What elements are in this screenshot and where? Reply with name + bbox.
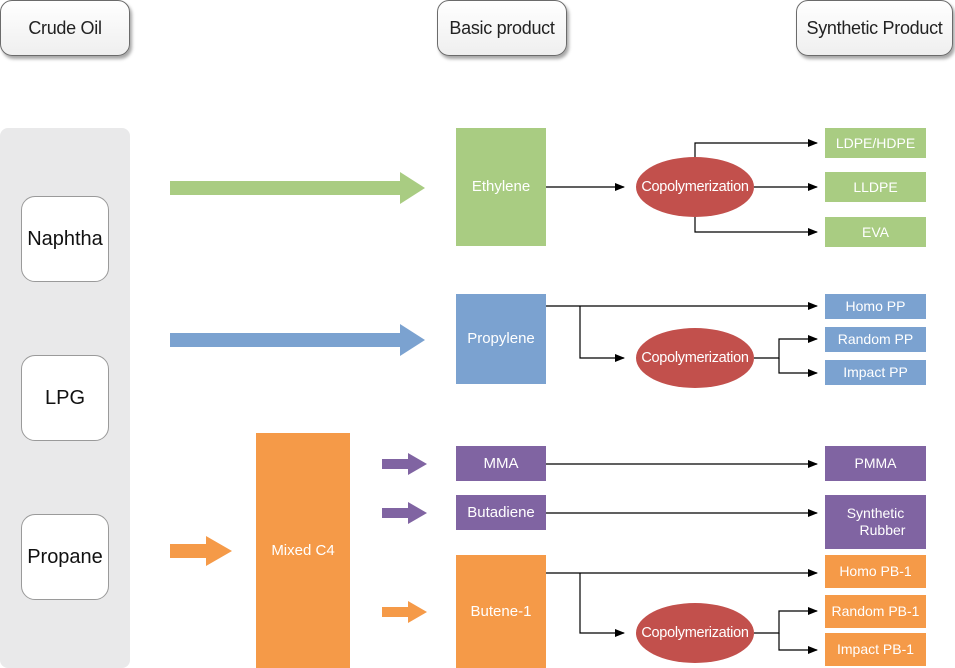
product-random-pp: Random PP — [825, 327, 926, 352]
product-pmma: PMMA — [825, 446, 926, 481]
basic-product-butadiene: Butadiene — [456, 495, 546, 530]
product-synthetic-rubber-line2: Rubber — [859, 522, 906, 538]
basic-product-ethylene: Ethylene — [456, 128, 546, 246]
product-impact-pp: Impact PP — [825, 360, 926, 385]
feedstock-propane: Propane — [21, 514, 109, 600]
feed-arrow-ethylene — [170, 172, 425, 204]
basic-product-propylene: Propylene — [456, 294, 546, 384]
feed-arrow-mixed-c4 — [170, 536, 232, 566]
product-ldpe-hdpe: LDPE/HDPE — [825, 128, 926, 158]
feed-arrow-butadiene — [382, 502, 427, 524]
feed-arrow-butene — [382, 601, 427, 623]
product-homo-pp: Homo PP — [825, 294, 926, 319]
header-crude-oil: Crude Oil — [0, 0, 130, 56]
process-copolymerization-propylene: Copolymerization — [636, 328, 754, 388]
product-synthetic-rubber: Synthetic Rubber — [825, 495, 926, 549]
process-copolymerization-ethylene: Copolymerization — [636, 157, 754, 217]
feedstock-naphtha: Naphtha — [21, 196, 109, 282]
product-homo-pb-1: Homo PB-1 — [825, 555, 926, 588]
feed-arrow-propylene — [170, 324, 425, 356]
product-eva: EVA — [825, 217, 926, 247]
process-copolymerization-butene: Copolymerization — [636, 603, 754, 663]
feed-arrow-mma — [382, 453, 427, 475]
product-random-pb-1: Random PB-1 — [825, 595, 926, 628]
header-synthetic-product: Synthetic Product — [796, 0, 953, 56]
feedstock-lpg: LPG — [21, 355, 109, 441]
header-basic-product: Basic product — [437, 0, 567, 56]
basic-product-butene-1: Butene-1 — [456, 555, 546, 668]
intermediate-mixed-c4: Mixed C4 — [256, 433, 350, 668]
product-impact-pb-1: Impact PB-1 — [825, 633, 926, 666]
product-lldpe: LLDPE — [825, 172, 926, 202]
basic-product-mma: MMA — [456, 446, 546, 481]
product-synthetic-rubber-line1: Synthetic — [846, 505, 905, 522]
